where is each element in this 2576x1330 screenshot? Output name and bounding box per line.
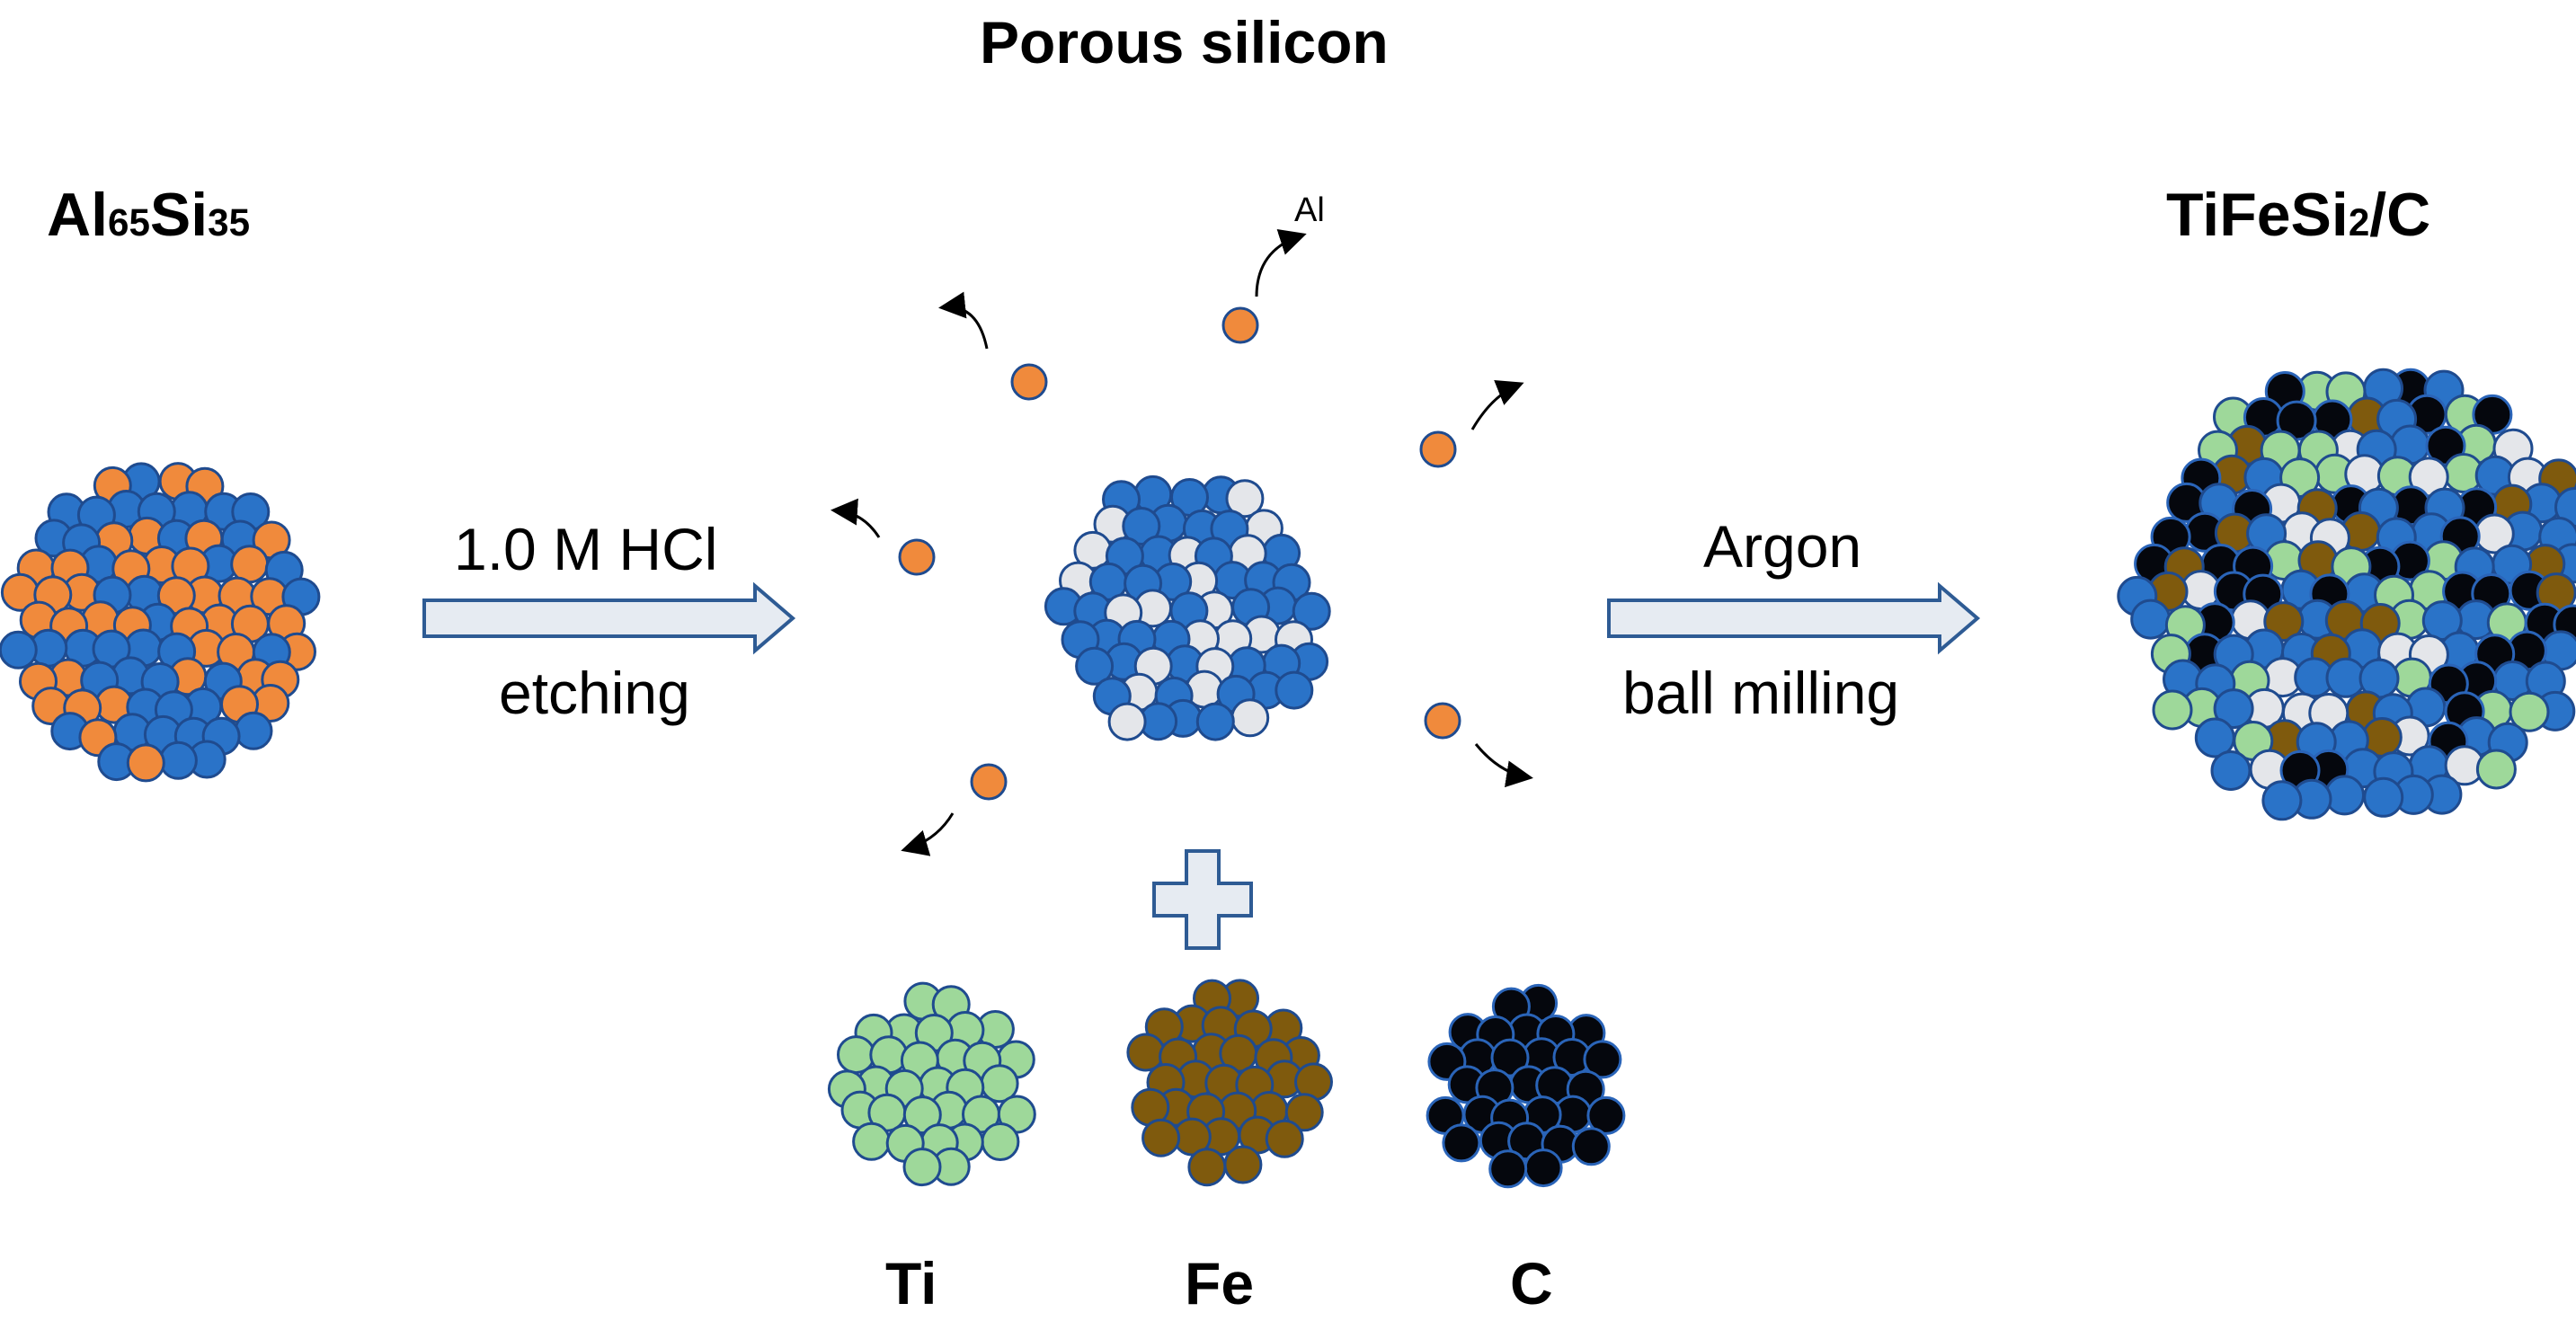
tifesi2-c-composite-atom bbox=[2365, 778, 2403, 816]
al65si35-atom bbox=[0, 632, 36, 668]
etching-process-arrow bbox=[424, 586, 793, 651]
tifesi2-c-composite-cluster bbox=[2119, 369, 2576, 820]
porous-silicon-particle-cluster bbox=[1045, 476, 1329, 740]
iron-particle-cluster bbox=[1128, 980, 1332, 1185]
product-formula-suffix: /C bbox=[2369, 181, 2430, 249]
etching-label: etching bbox=[499, 663, 690, 723]
leaching-arrow-icon bbox=[944, 307, 987, 349]
leaching-arrow-icon bbox=[1476, 744, 1528, 777]
tifesi2-c-composite-atom bbox=[2263, 782, 2301, 820]
al65si35-title: Al65Si35 bbox=[47, 184, 250, 245]
si-symbol: Si bbox=[150, 181, 208, 249]
tifesi2-c-composite-atom bbox=[2477, 750, 2515, 788]
al-symbol: Al bbox=[47, 181, 108, 249]
plus-sign-icon bbox=[1154, 851, 1251, 948]
porous-silicon-atom bbox=[1276, 672, 1312, 708]
leaching-arrow-icon bbox=[836, 510, 879, 537]
ball-milling-label: ball milling bbox=[1622, 663, 1899, 723]
tifesi2-c-composite-atom bbox=[2212, 752, 2250, 790]
al65si35-atom bbox=[235, 713, 271, 749]
ti-particle-atom bbox=[854, 1123, 890, 1159]
fe-label: Fe bbox=[1185, 1254, 1254, 1313]
carbon-particle-cluster bbox=[1427, 985, 1624, 1186]
fe-particle-atom bbox=[1143, 1120, 1179, 1156]
c-particle-atom bbox=[1443, 1125, 1479, 1161]
tifesi2-c-composite-atom bbox=[2154, 691, 2191, 729]
ti-particle-atom bbox=[982, 1124, 1018, 1160]
porous-silicon-atom bbox=[1109, 704, 1145, 740]
leaching-arrow-icon bbox=[906, 813, 953, 849]
porous-silicon-title: Porous silicon bbox=[980, 13, 1389, 72]
porous-silicon-atom bbox=[1232, 700, 1268, 736]
fe-particle-atom bbox=[1189, 1149, 1225, 1185]
al65si35-atom bbox=[128, 745, 164, 781]
leached-aluminum-atom bbox=[1426, 704, 1460, 738]
product-formula-main: TiFeSi bbox=[2166, 181, 2349, 249]
etch-reagent-label: 1.0 M HCl bbox=[454, 519, 717, 579]
leaching-arrow-icon bbox=[1472, 385, 1519, 430]
leached-aluminum-atom bbox=[900, 540, 934, 574]
al-subscript: 65 bbox=[108, 201, 150, 244]
leaching-arrow-icon bbox=[1257, 235, 1301, 297]
fe-particle-atom bbox=[1225, 1147, 1261, 1183]
ti-label: Ti bbox=[885, 1254, 937, 1313]
c-particle-atom bbox=[1490, 1151, 1526, 1187]
leached-aluminum-atom bbox=[972, 765, 1006, 799]
porous-silicon-atom bbox=[1197, 704, 1233, 740]
leached-al-label: Al bbox=[1294, 193, 1325, 227]
fe-particle-atom bbox=[1266, 1121, 1302, 1157]
tifesi2-c-title: TiFeSi2/C bbox=[2166, 184, 2430, 245]
si-subscript: 35 bbox=[208, 201, 250, 244]
ball-milling-process-arrow bbox=[1609, 586, 1977, 651]
ti-particle-atom bbox=[904, 1149, 940, 1185]
product-subscript: 2 bbox=[2349, 201, 2369, 244]
titanium-particle-cluster bbox=[829, 983, 1035, 1185]
al65si35-particle-cluster bbox=[0, 464, 319, 781]
c-particle-atom bbox=[1573, 1129, 1609, 1165]
leached-aluminum-atom bbox=[1421, 432, 1455, 466]
leached-aluminum-atom bbox=[1223, 308, 1257, 342]
argon-label: Argon bbox=[1703, 517, 1861, 576]
leached-aluminum-atom bbox=[1012, 365, 1046, 399]
c-particle-atom bbox=[1525, 1150, 1561, 1186]
tifesi2-c-composite-atom bbox=[2132, 600, 2170, 638]
al65si35-atom bbox=[160, 742, 196, 778]
c-label: C bbox=[1510, 1254, 1553, 1313]
